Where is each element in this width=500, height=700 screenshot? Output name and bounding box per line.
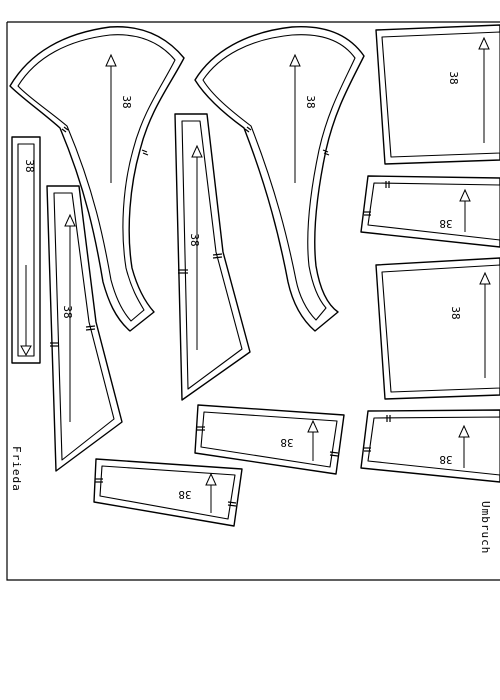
size-label: 38 (178, 488, 191, 501)
pattern-name-label: Frieda (10, 446, 23, 492)
pattern-piece-curved-left: 38 (9, 26, 185, 332)
sheet-border (6, 21, 500, 581)
size-label: 38 (280, 436, 293, 449)
pattern-piece-side-left: 38 (46, 185, 123, 472)
size-label: 38 (61, 305, 74, 318)
pattern-piece-large-top-right: 38 (375, 24, 500, 165)
size-label: 38 (439, 217, 452, 230)
pattern-piece-curved-middle: 38 (194, 26, 365, 332)
size-label: 38 (439, 453, 452, 466)
pattern-piece-side-middle: 38 (174, 113, 251, 401)
pattern-piece-band-right-upper: 38 (360, 175, 500, 248)
size-label: 38 (120, 95, 133, 108)
size-label: 38 (304, 95, 317, 108)
size-label: 38 (447, 71, 460, 84)
pattern-piece-narrow-strip: 38 (11, 136, 41, 364)
pattern-piece-large-middle-right: 38 (375, 257, 500, 400)
size-label: 38 (449, 306, 462, 319)
size-label: 38 (23, 159, 36, 172)
pattern-piece-band-right-lower: 38 (360, 409, 500, 483)
size-label: 38 (188, 233, 201, 246)
fold-label: Umbruch (479, 501, 492, 554)
pattern-piece-band-middle: 38 (194, 404, 345, 475)
pattern-piece-band-left: 38 (93, 458, 243, 527)
